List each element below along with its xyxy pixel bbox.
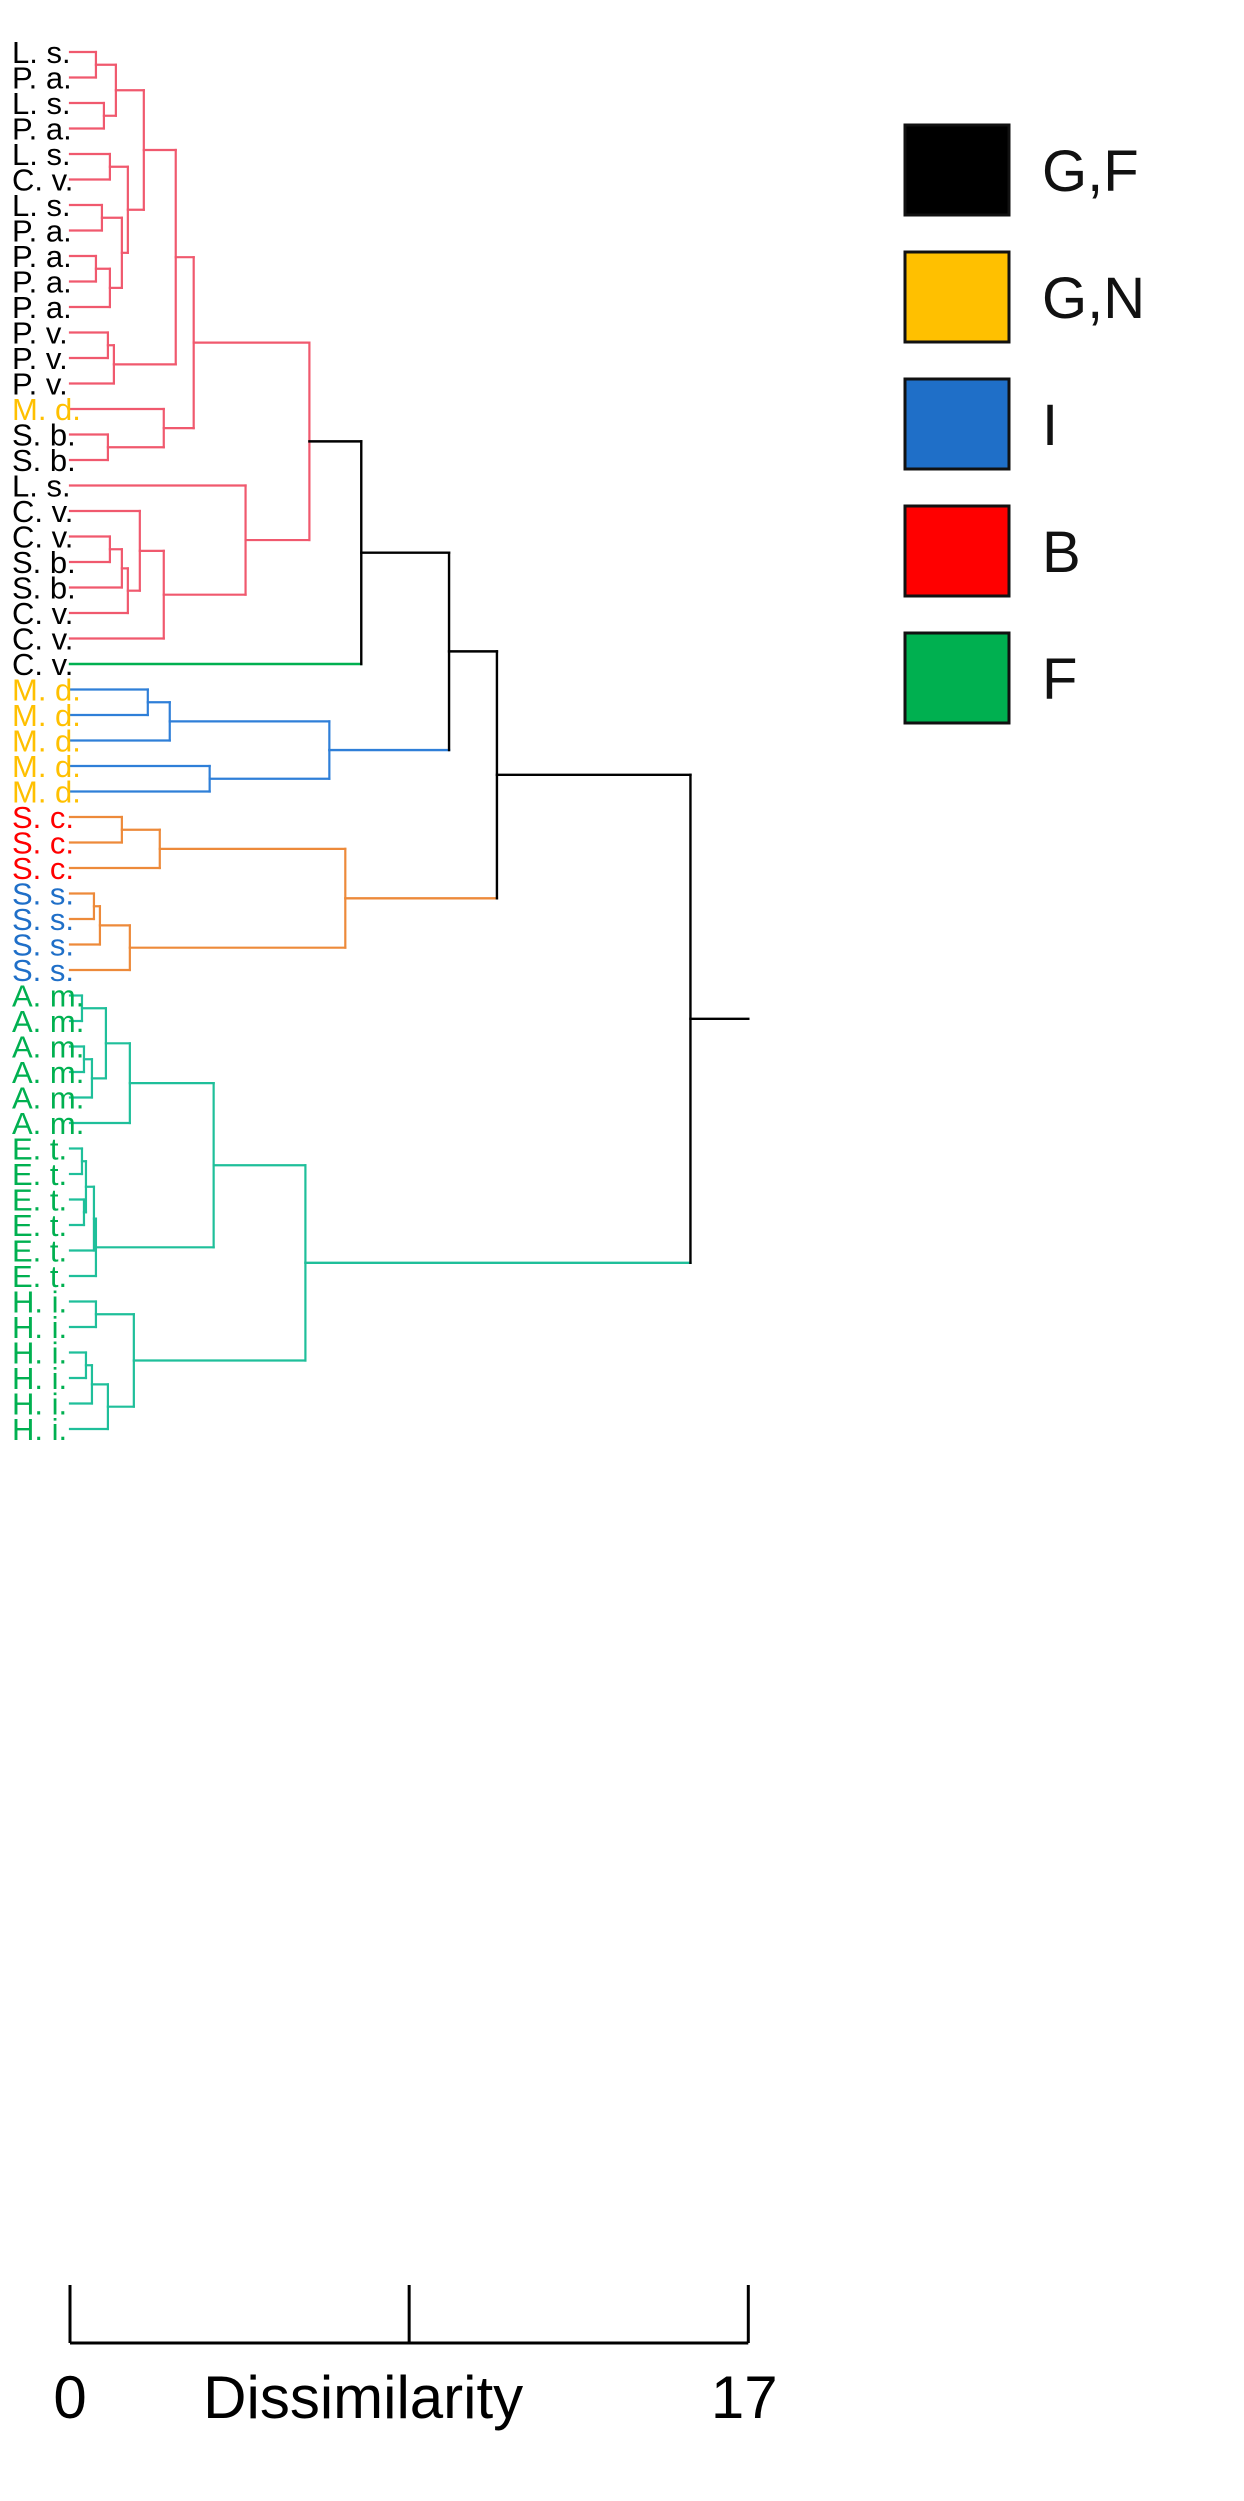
leaf-label: M. d.	[12, 673, 81, 708]
legend-label: I	[1042, 393, 1058, 458]
leaf-label: E. t.	[12, 1259, 67, 1294]
leaf-label: A. m.	[12, 1004, 84, 1039]
leaf-label: M. d.	[12, 698, 81, 733]
leaf-label: P. a.	[12, 214, 72, 249]
leaf-label: E. t.	[12, 1183, 67, 1218]
leaf-label: M. d.	[12, 749, 81, 784]
legend-label: G,F	[1042, 139, 1139, 204]
leaf-label: E. t.	[12, 1157, 67, 1192]
leaf-label: S. s.	[12, 928, 74, 963]
legend-label: G,N	[1042, 266, 1145, 331]
leaf-label: P. v.	[12, 316, 68, 351]
leaf-label: A. m.	[12, 979, 84, 1014]
leaf-label: H. i.	[12, 1387, 67, 1422]
leaf-label: E. t.	[12, 1208, 67, 1243]
leaf-label: P. v.	[12, 367, 68, 402]
leaf-label: S. s.	[12, 902, 74, 937]
leaf-label: S. c.	[12, 826, 74, 861]
leaf-label: A. m.	[12, 1106, 84, 1141]
leaf-label: H. i.	[12, 1285, 67, 1320]
leaf-label: H. i.	[12, 1361, 67, 1396]
legend-label: B	[1042, 520, 1081, 585]
leaf-label: C. v.	[12, 622, 73, 657]
leaf-label: E. t.	[12, 1132, 67, 1167]
leaf-label: M. d.	[12, 724, 81, 759]
leaf-label: E. t.	[12, 1234, 67, 1269]
legend-swatch	[903, 377, 1011, 471]
leaf-label: S. b.	[12, 443, 76, 478]
leaf-label: C. v.	[12, 647, 73, 682]
leaf-label: S. c.	[12, 851, 74, 886]
legend: G,F G,N IBF	[903, 123, 1145, 725]
leaf-label: H. i.	[12, 1310, 67, 1345]
legend-swatch	[903, 504, 1011, 598]
legend-swatch	[903, 631, 1011, 725]
leaf-labels: L. s.P. a.L. s.P. a.L. s.C. v.L. s.P. a.…	[12, 35, 84, 1447]
dissimilarity-axis: 0 17 Dissimilarity	[53, 2285, 778, 2431]
leaf-label: S. s.	[12, 877, 74, 912]
axis-tick-label-max: 17	[711, 2364, 778, 2431]
leaf-label: C. v.	[12, 520, 73, 555]
leaf-label: P. a.	[12, 61, 72, 96]
leaf-label: S. b.	[12, 545, 76, 580]
leaf-label: P. a.	[12, 265, 72, 300]
leaf-label: P. a.	[12, 290, 72, 325]
axis-tick-label-min: 0	[53, 2364, 86, 2431]
leaf-label: C. v.	[12, 494, 73, 529]
leaf-label: P. v.	[12, 341, 68, 376]
leaf-label: C. v.	[12, 163, 73, 198]
leaf-label: L. s.	[12, 137, 71, 172]
dendrogram-links	[68, 50, 750, 1431]
legend-label: F	[1042, 647, 1077, 712]
leaf-label: L. s.	[12, 35, 71, 70]
leaf-label: A. m.	[12, 1030, 84, 1065]
leaf-label: A. m.	[12, 1081, 84, 1116]
leaf-label: S. c.	[12, 800, 74, 835]
leaf-label: H. i.	[12, 1412, 67, 1447]
leaf-label: S. s.	[12, 953, 74, 988]
leaf-label: M. d.	[12, 392, 81, 427]
leaf-label: P. a.	[12, 112, 72, 147]
leaf-label: L. s.	[12, 469, 71, 504]
leaf-label: M. d.	[12, 775, 81, 810]
axis-title: Dissimilarity	[203, 2364, 523, 2431]
leaf-label: A. m.	[12, 1055, 84, 1090]
legend-swatch	[903, 123, 1011, 217]
legend-swatch	[903, 250, 1011, 344]
leaf-label: S. b.	[12, 418, 76, 453]
leaf-label: P. a.	[12, 239, 72, 274]
leaf-label: H. i.	[12, 1336, 67, 1371]
leaf-label: L. s.	[12, 188, 71, 223]
leaf-label: C. v.	[12, 596, 73, 631]
leaf-label: S. b.	[12, 571, 76, 606]
leaf-label: L. s.	[12, 86, 71, 121]
